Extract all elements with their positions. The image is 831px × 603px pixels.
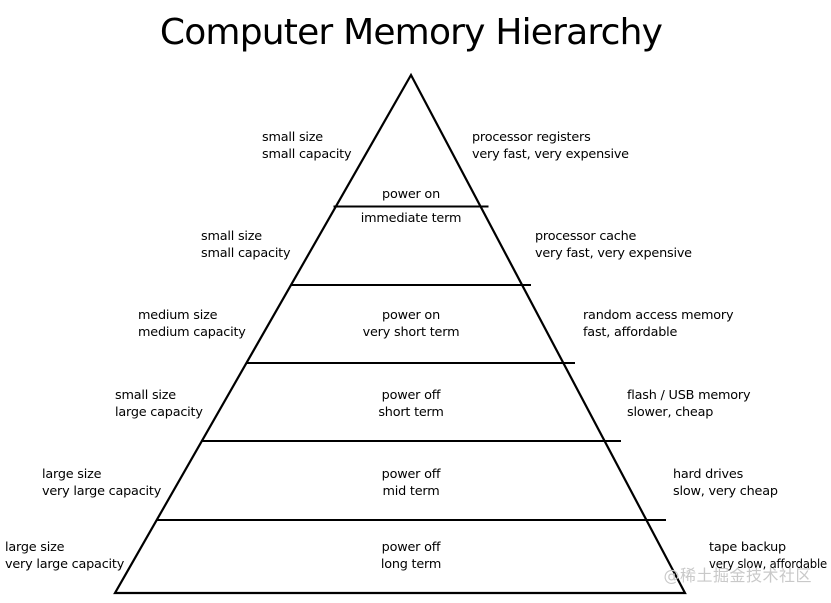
left-label-line: small capacity — [262, 147, 352, 162]
right-label-line: slower, cheap — [627, 405, 713, 420]
left-label-line: small size — [201, 229, 262, 244]
center-label-line: power off — [382, 388, 441, 403]
center-label-line: immediate term — [361, 211, 461, 226]
left-label-line: medium capacity — [138, 325, 246, 340]
watermark: @稀土掘金技术社区 — [663, 566, 812, 585]
left-label-line: large capacity — [115, 405, 203, 420]
pyramid — [113, 72, 687, 595]
center-label-line: very short term — [363, 325, 460, 340]
right-label-line: very fast, very expensive — [472, 147, 629, 162]
right-label-line: processor registers — [472, 130, 591, 145]
left-label-line: small capacity — [201, 246, 291, 261]
right-label-line: tape backup — [709, 540, 786, 555]
left-label-line: large size — [5, 540, 65, 555]
center-label-line: power on — [382, 187, 440, 202]
right-label-line: hard drives — [673, 467, 744, 482]
left-label-line: small size — [262, 130, 323, 145]
left-label-line: medium size — [138, 308, 218, 323]
diagram-title: Computer Memory Hierarchy — [160, 12, 663, 53]
right-label-line: slow, very cheap — [673, 484, 778, 499]
right-label-line: random access memory — [583, 308, 734, 323]
tier-labels: small size small capacity power on immed… — [5, 130, 827, 572]
center-label-line: power off — [382, 540, 441, 555]
right-label-line: fast, affordable — [583, 325, 678, 340]
left-label-line: small size — [115, 388, 176, 403]
left-label-line: large size — [42, 467, 102, 482]
center-label-line: power on — [382, 308, 440, 323]
right-label-line: very fast, very expensive — [535, 246, 692, 261]
center-label-line: mid term — [382, 484, 439, 499]
right-label-line: flash / USB memory — [627, 388, 751, 403]
right-label-line: processor cache — [535, 229, 637, 244]
center-label-line: short term — [378, 405, 443, 420]
center-label-line: power off — [382, 467, 441, 482]
left-label-line: very large capacity — [42, 484, 162, 499]
center-label-line: long term — [381, 557, 441, 572]
left-label-line: very large capacity — [5, 557, 125, 572]
right-label-line: very slow, affordable — [709, 557, 827, 572]
pyramid-outline — [113, 72, 687, 595]
